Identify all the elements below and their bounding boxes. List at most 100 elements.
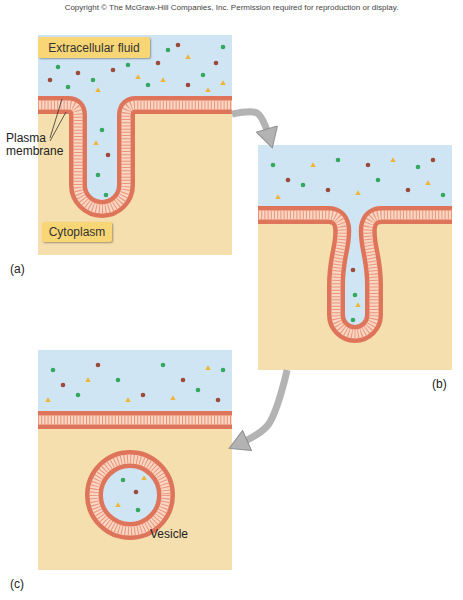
copyright-note: Copyright © The McGraw-Hill Companies, I… [0, 3, 463, 12]
lipid-tails [94, 459, 166, 531]
solute-particles [271, 157, 446, 322]
solute-particle [156, 61, 161, 66]
solute-particle [205, 87, 210, 92]
stage-panel: (a)Extracellular fluidCytoplasm [38, 35, 232, 255]
solute-particle [116, 378, 121, 383]
cytoplasm-fill [258, 145, 452, 370]
solute-particle [51, 368, 56, 373]
solute-particle [221, 45, 226, 50]
panel-b-art [258, 145, 452, 370]
solute-particle [181, 378, 186, 383]
lipid-tails [38, 105, 232, 209]
solute-particle [286, 178, 291, 183]
solute-particle [115, 502, 120, 507]
region-label-box: Cytoplasm [42, 222, 112, 242]
solute-particle [61, 383, 66, 388]
extracellular-fill [258, 145, 452, 334]
solute-particle [136, 508, 141, 513]
solute-particle [336, 158, 341, 163]
solute-particle [205, 365, 210, 370]
solute-particle [146, 83, 151, 88]
solute-particle [106, 153, 111, 158]
extracellular-fill [38, 35, 232, 209]
solute-particle [355, 190, 360, 195]
cytoplasm-fill [38, 35, 232, 255]
solute-particle [310, 162, 315, 167]
solute-particle [91, 78, 96, 83]
solute-particle [186, 83, 191, 88]
solute-particle [201, 73, 206, 78]
solute-particle [135, 74, 140, 79]
solute-particle [301, 183, 306, 188]
panel-letter: (a) [10, 262, 25, 276]
solute-particle [406, 188, 411, 193]
solute-particle [170, 395, 175, 400]
plasma-membrane [38, 411, 232, 429]
solute-particle [126, 63, 131, 68]
cytoplasm-fill [38, 350, 232, 570]
lipid-tails [258, 215, 452, 334]
solute-particle [351, 318, 356, 323]
solute-particle [220, 80, 225, 85]
solute-particle [96, 173, 101, 178]
solute-particle [76, 393, 81, 398]
solute-particle [134, 490, 139, 495]
solute-particle [95, 87, 100, 92]
lipid-tails [38, 416, 232, 425]
solute-particle [85, 377, 90, 382]
region-label-box: Extracellular fluid [38, 37, 150, 58]
stage-panel: (b) [258, 145, 452, 370]
lipid-tails [258, 215, 452, 334]
process-arrow [240, 370, 287, 443]
panel-letter: (c) [10, 577, 24, 591]
lipid-tails [94, 459, 166, 531]
solute-particle [271, 163, 276, 168]
solute-particle [56, 65, 61, 70]
solute-particle [355, 302, 360, 307]
stage-panel: (c) [38, 350, 232, 570]
solute-particle [326, 188, 331, 193]
solute-particle [125, 397, 130, 402]
solute-particle [441, 193, 446, 198]
lipid-tails [38, 105, 232, 209]
part-label: Plasma membrane [6, 132, 64, 158]
solute-particle [196, 388, 201, 393]
solute-particle [390, 157, 395, 162]
solute-particle [376, 178, 381, 183]
solute-particle [275, 194, 280, 199]
solute-particle [353, 293, 358, 298]
solute-particle [216, 398, 221, 403]
solute-particle [76, 71, 81, 76]
solute-particle [166, 48, 171, 53]
panel-letter: (b) [432, 377, 447, 391]
solute-particle [141, 393, 146, 398]
solute-particle [431, 158, 436, 163]
solute-particle [161, 363, 166, 368]
solute-particle [185, 54, 190, 59]
solute-particle [141, 475, 146, 480]
solute-particle [100, 128, 105, 133]
solute-particle [221, 368, 226, 373]
part-label: Vesicle [150, 528, 220, 541]
solute-particle [425, 180, 430, 185]
extracellular-fill [38, 350, 232, 420]
solute-particle [48, 78, 53, 83]
solute-particle [104, 193, 109, 198]
solute-particle [416, 165, 421, 170]
solute-particle [160, 77, 165, 82]
solute-particle [176, 43, 181, 48]
solute-particle [351, 268, 356, 273]
panel-c-art [38, 350, 232, 570]
vesicle-membrane [94, 459, 166, 531]
region-label: Extracellular fluid [38, 37, 150, 58]
vesicle-lumen [94, 459, 166, 531]
solute-particle [111, 68, 116, 73]
plasma-membrane [38, 105, 232, 209]
plasma-membrane [258, 215, 452, 334]
solute-particles [45, 363, 225, 513]
solute-particle [45, 397, 50, 402]
solute-particle [96, 363, 101, 368]
